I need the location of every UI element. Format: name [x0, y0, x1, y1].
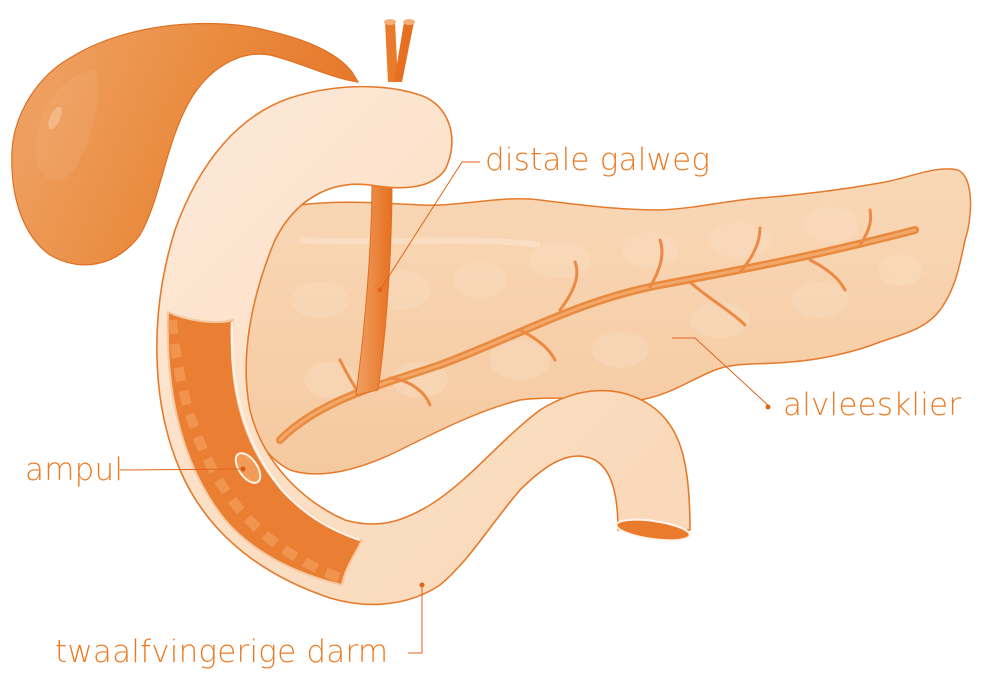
- leader-lines: [119, 161, 771, 654]
- leader-pancreas: [672, 337, 771, 408]
- bile-duct: [355, 179, 393, 396]
- leader-distal-bile-duct: [379, 161, 480, 291]
- label-ampulla: ampul: [25, 452, 124, 488]
- label-distal-bile-duct: distale galweg: [485, 142, 711, 178]
- label-duodenum: twaalfvingerige darm: [55, 634, 389, 670]
- leader-duodenum: [408, 585, 423, 654]
- label-pancreas: alvleesklier: [783, 387, 962, 423]
- hepatic-ducts: [384, 19, 415, 82]
- duodenum: [156, 85, 691, 606]
- gallbladder: [11, 22, 360, 266]
- leader-ampulla: [119, 468, 244, 471]
- pancreas: [244, 168, 972, 475]
